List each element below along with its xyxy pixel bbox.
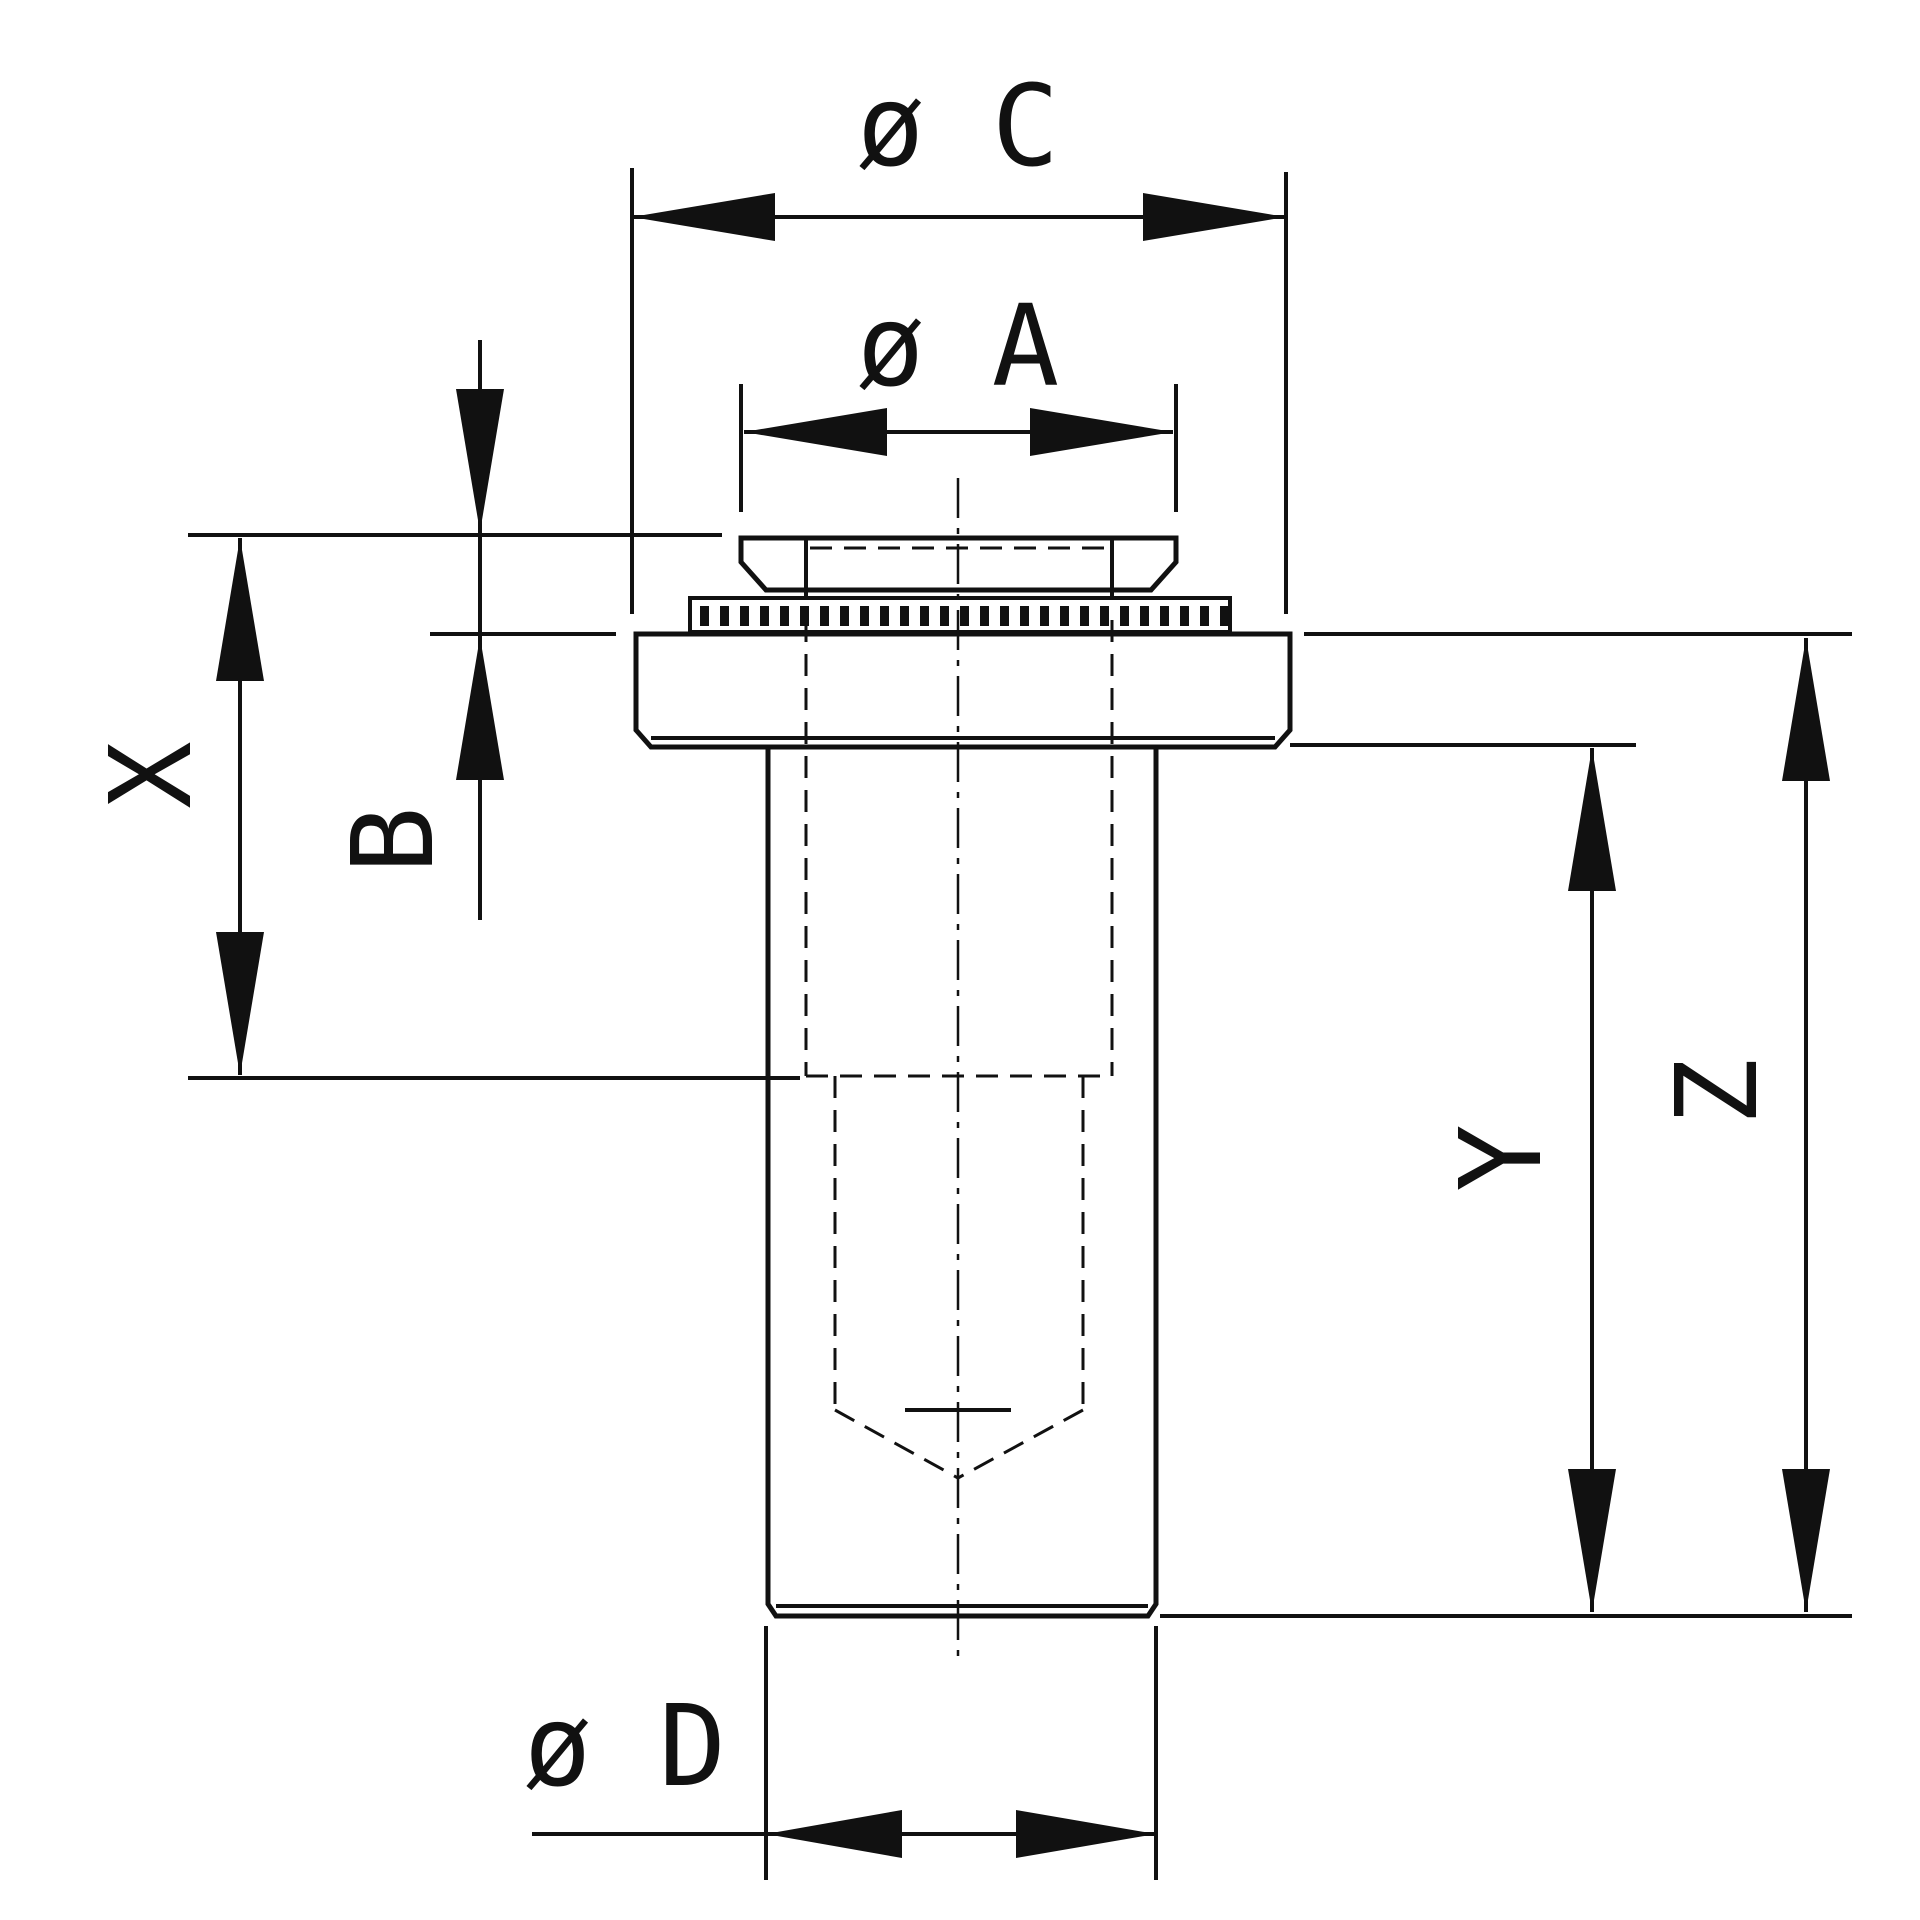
top-head [738,535,1179,593]
label-x: X [87,741,217,808]
knurl-tooth [900,606,909,626]
dim-b-arrow-down [456,389,504,532]
knurl-tooth [780,606,789,626]
knurl-tooth [800,606,809,626]
dim-d-arrow-right [1016,1810,1156,1858]
knurl-tooth [1160,606,1169,626]
knurl-tooth [880,606,889,626]
shank [765,747,1159,1619]
knurl-tooth [1220,606,1229,626]
dim-c-arrow-left [632,193,775,241]
label-dia-d: ø D [524,1682,726,1812]
knurl-tooth [760,606,769,626]
knurl-tooth [1200,606,1209,626]
dim-y-arrow-top [1568,748,1616,891]
knurl-tooth [920,606,929,626]
label-dia-c: ø C [857,62,1059,192]
dim-x-arrow-top [216,538,264,681]
dim-z-arrow-bottom [1782,1469,1830,1612]
knurl-tooth [860,606,869,626]
knurl-tooth [1180,606,1189,626]
knurl-tooth [1080,606,1089,626]
label-z: Z [1653,1058,1783,1125]
knurl-tooth [840,606,849,626]
label-y: Y [1437,1124,1567,1191]
dim-z-arrow-top [1782,638,1830,781]
knurl-tooth [1000,606,1009,626]
part-outline [633,535,1293,1619]
dim-d-arrow-left [766,1810,902,1858]
knurl-tooth [820,606,829,626]
arrowheads [216,193,1830,1858]
knurl-tooth [980,606,989,626]
knurl-band [688,596,1232,634]
knurl-tooth [1120,606,1129,626]
knurl-tooth [940,606,949,626]
knurl-tooth [1040,606,1049,626]
knurl-tooth [1020,606,1029,626]
dimension-labels: ø C ø A ø D X B Y Z [87,62,1783,1812]
flange [633,631,1293,750]
knurl-tooth [1100,606,1109,626]
dim-b-arrow-up [456,637,504,780]
knurl-tooth [720,606,729,626]
dim-a-arrow-right [1030,408,1173,456]
dim-a-arrow-left [744,408,887,456]
knurl-tooth [740,606,749,626]
label-b: B [329,806,459,873]
dim-y-arrow-bottom [1568,1469,1616,1612]
extension-lines [188,168,1852,1880]
knurl-tooth [700,606,709,626]
dim-x-arrow-bottom [216,932,264,1075]
label-dia-a: ø A [857,282,1059,412]
knurl-tooth [960,606,969,626]
knurl-tooth [1140,606,1149,626]
dim-c-arrow-right [1143,193,1286,241]
knurl-tooth [1060,606,1069,626]
